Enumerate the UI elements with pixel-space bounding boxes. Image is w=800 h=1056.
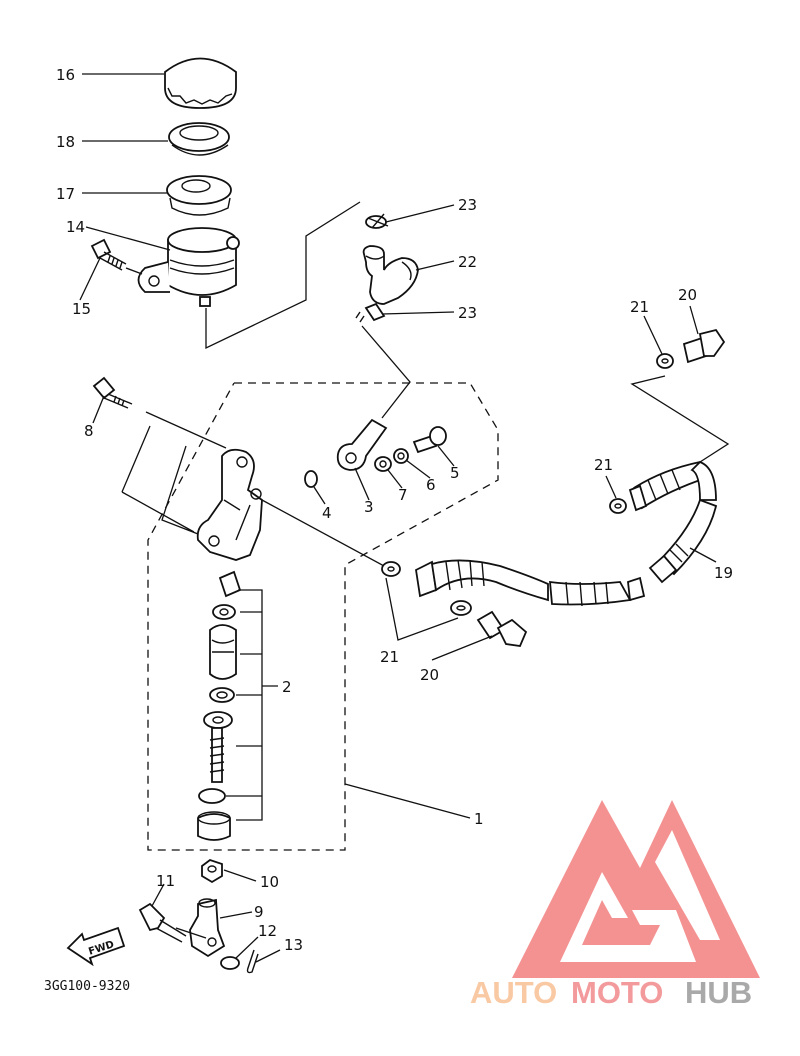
leader-9 bbox=[219, 911, 253, 919]
washer-12-icon bbox=[220, 956, 240, 970]
washer-21-right-top-icon bbox=[656, 353, 674, 369]
drawing-code: 3GG100-9320 bbox=[44, 979, 130, 994]
callout-9: 9 bbox=[254, 903, 264, 921]
hose-22-icon bbox=[362, 245, 419, 305]
bolt-8-icon bbox=[92, 376, 133, 409]
callout-13: 13 bbox=[284, 936, 303, 954]
callout-11: 11 bbox=[156, 872, 175, 890]
leader-7 bbox=[387, 469, 403, 489]
callout-2: 2 bbox=[282, 678, 292, 696]
reservoir-cap-icon bbox=[164, 57, 237, 109]
washer-6-icon bbox=[393, 448, 409, 464]
callout-19: 19 bbox=[714, 564, 733, 582]
leader-5 bbox=[437, 445, 455, 467]
o-ring-4-icon bbox=[304, 470, 318, 488]
clevis-9-icon bbox=[189, 898, 226, 958]
leader-11 bbox=[151, 883, 165, 907]
callout-23-top: 23 bbox=[458, 196, 477, 214]
watermark-logo-icon bbox=[512, 800, 760, 978]
plate-icon bbox=[166, 175, 232, 216]
callout-15: 15 bbox=[72, 300, 91, 318]
leader-15-bolt bbox=[125, 267, 143, 275]
link-pin-clevis bbox=[175, 927, 207, 939]
bolt-15-icon bbox=[90, 238, 127, 271]
bolt-20-lower-icon bbox=[476, 610, 528, 647]
callout-20-top: 20 bbox=[678, 286, 697, 304]
callout-16: 16 bbox=[56, 66, 75, 84]
leader-8 bbox=[92, 395, 105, 424]
callout-21-mid: 21 bbox=[594, 456, 613, 474]
callout-12: 12 bbox=[258, 922, 277, 940]
callout-8: 8 bbox=[84, 422, 94, 440]
leader-12 bbox=[235, 936, 259, 959]
leader-14 bbox=[85, 226, 171, 251]
link-hose-fitting bbox=[361, 325, 411, 419]
bracket-2 bbox=[226, 589, 278, 821]
leader-20-bottom bbox=[431, 635, 493, 661]
callout-7: 7 bbox=[398, 486, 408, 504]
leader-22 bbox=[415, 260, 455, 271]
fwd-arrow-icon: FWD bbox=[66, 926, 126, 967]
assembly-boundary bbox=[147, 382, 499, 851]
callout-4: 4 bbox=[322, 504, 332, 522]
callout-18: 18 bbox=[56, 133, 75, 151]
leader-6 bbox=[405, 459, 431, 479]
link-body-washer bbox=[261, 499, 385, 567]
callout-21-top: 21 bbox=[630, 298, 649, 316]
leader-4 bbox=[313, 486, 326, 505]
leader-3 bbox=[354, 467, 370, 501]
callout-3: 3 bbox=[364, 498, 374, 516]
washer-7-icon bbox=[374, 456, 392, 472]
leader-20-top bbox=[689, 305, 699, 335]
watermark-moto: MOTO bbox=[571, 975, 663, 1010]
callout-14: 14 bbox=[66, 218, 85, 236]
washer-21-lower-icon bbox=[450, 600, 472, 616]
cotter-pin-13-icon bbox=[246, 949, 259, 974]
callout-22: 22 bbox=[458, 253, 477, 271]
link-bolt8-body bbox=[121, 411, 227, 535]
callout-10: 10 bbox=[260, 873, 279, 891]
pin-11-icon bbox=[138, 902, 187, 943]
hose-fitting-icon bbox=[336, 418, 388, 471]
leader-21-top bbox=[643, 315, 663, 355]
bolt-20-right-icon bbox=[682, 328, 726, 364]
nut-10-icon bbox=[201, 858, 223, 884]
callout-1: 1 bbox=[474, 810, 484, 828]
callout-17: 17 bbox=[56, 185, 75, 203]
watermark-text: AUTO MOTO HUB bbox=[470, 975, 752, 1010]
clamp-top-icon bbox=[365, 213, 389, 229]
reservoir-tank-icon bbox=[137, 227, 240, 307]
screw-5-icon bbox=[412, 426, 447, 454]
leader-10 bbox=[223, 869, 257, 882]
callout-20-bottom: 20 bbox=[420, 666, 439, 684]
master-cylinder-body-icon bbox=[196, 448, 263, 561]
leader-23b bbox=[381, 311, 455, 315]
brake-hose-19-icon bbox=[415, 460, 718, 607]
washer-21-left-icon bbox=[381, 561, 401, 577]
link-right-washer bbox=[630, 375, 730, 463]
link-reservoir-hose bbox=[205, 201, 361, 350]
leader-21-mid bbox=[605, 475, 617, 499]
leader-15 bbox=[79, 257, 101, 301]
diaphragm-icon bbox=[168, 122, 230, 156]
leader-1 bbox=[344, 783, 471, 819]
leader-23a bbox=[385, 204, 455, 223]
callout-6: 6 bbox=[426, 476, 436, 494]
washer-21-right-mid-icon bbox=[609, 498, 627, 514]
clamp-bottom-icon bbox=[355, 302, 386, 323]
link-lower-washers bbox=[385, 577, 459, 641]
callout-5: 5 bbox=[450, 464, 460, 482]
watermark-auto: AUTO bbox=[470, 975, 557, 1010]
leader-13 bbox=[255, 949, 281, 963]
piston-kit-icon bbox=[197, 570, 242, 841]
leader-19 bbox=[689, 547, 717, 563]
callout-21-bottom: 21 bbox=[380, 648, 399, 666]
callout-23-bottom: 23 bbox=[458, 304, 477, 322]
watermark-hub: HUB bbox=[685, 975, 752, 1010]
